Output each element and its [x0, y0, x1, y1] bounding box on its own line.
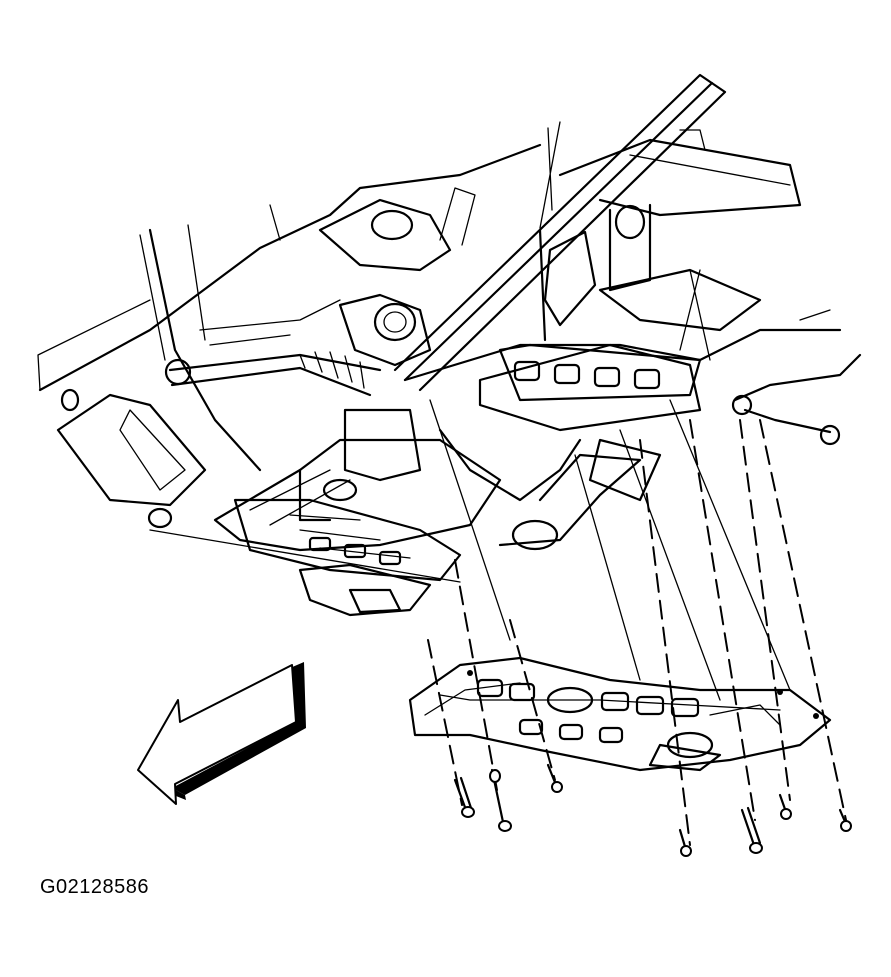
alignment-leader-lines: [427, 399, 847, 846]
removed-skid-plate: [408, 656, 832, 772]
forward-direction-arrow-icon: [137, 662, 306, 805]
mounted-skid-plate: [233, 343, 702, 617]
fastener-bolts: [453, 763, 852, 857]
bolt-icon: [678, 828, 692, 857]
figure-id-label: G02128586: [40, 876, 150, 898]
vehicle-frame-structure: [37, 73, 862, 583]
bolt-icon: [489, 768, 512, 832]
bolt-icon: [838, 808, 852, 832]
bolt-icon: [453, 776, 475, 818]
bolt-icon: [546, 763, 563, 793]
bolt-icon: [740, 806, 763, 854]
bolt-icon: [778, 793, 792, 820]
